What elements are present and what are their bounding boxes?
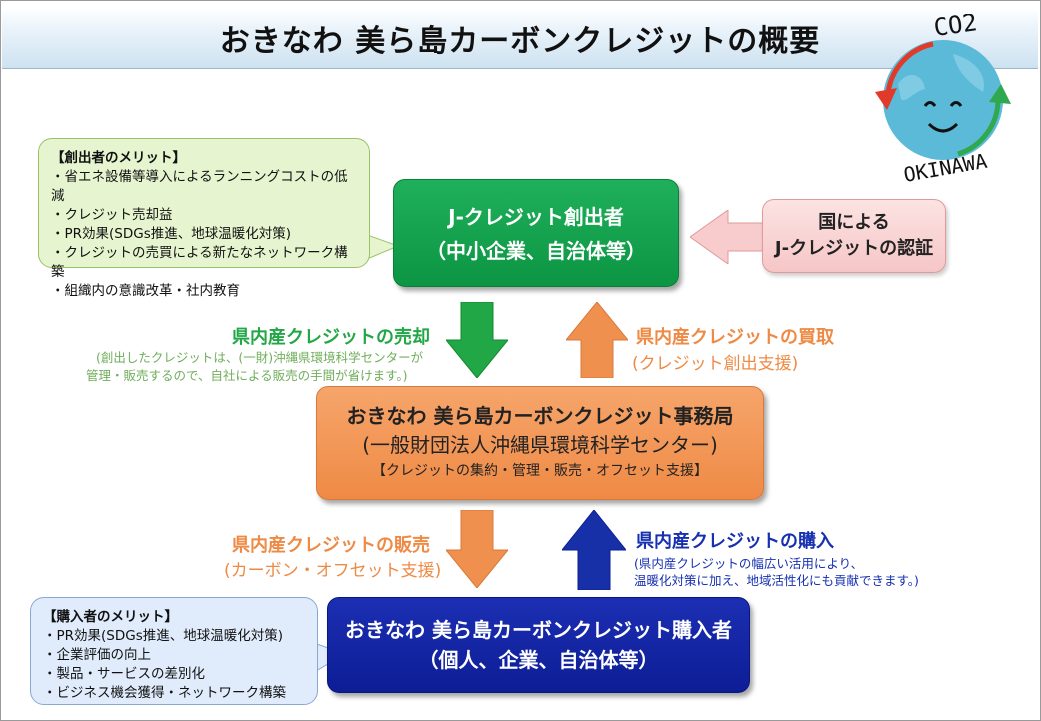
creator-merit-item: ・クレジットの売買による新たなネットワーク構築 bbox=[51, 245, 348, 280]
sale-note: (カーボン・オフセット支援) bbox=[224, 561, 442, 581]
logo-earth bbox=[883, 40, 1003, 160]
buyer-subtitle: （個人、企業、自治体等） bbox=[418, 648, 659, 672]
buy-up-arrow bbox=[562, 510, 626, 590]
certification-line1: 国による bbox=[818, 212, 890, 233]
purchase-label: 県内産クレジットの買取 bbox=[636, 327, 834, 348]
logo-green-arrow bbox=[957, 99, 1001, 157]
buy-note-2: 温暖化対策に加え、地域活性化にも貢献できます。) bbox=[634, 573, 919, 588]
creator-box: J-クレジット創出者 （中小企業、自治体等） bbox=[393, 179, 679, 287]
page-title: おきなわ 美ら島カーボンクレジットの概要 bbox=[219, 24, 821, 59]
purchase-note: (クレジット創出支援) bbox=[632, 354, 799, 374]
creator-title: J-クレジット創出者 bbox=[448, 205, 624, 229]
office-roles: 【クレジットの集約・管理・販売・オフセット支援】 bbox=[372, 463, 708, 479]
buy-label: 県内産クレジットの購入 bbox=[636, 531, 834, 552]
creator-merit-heading: 【創出者のメリット】 bbox=[51, 150, 186, 166]
buyer-merit-bubble: 【購入者のメリット】 ・PR効果(SDGs推進、地球温暖化対策) ・企業評価の向… bbox=[30, 597, 318, 705]
title-bar: おきなわ 美ら島カーボンクレジットの概要 bbox=[2, 8, 1038, 69]
creator-merit-item: ・クレジット売却益 bbox=[51, 207, 173, 223]
purchase-up-arrow bbox=[566, 302, 628, 378]
certification-arrow bbox=[690, 210, 770, 264]
creator-merit-item: ・組織内の意識改革・社内教育 bbox=[51, 283, 240, 299]
buyer-merit-heading: 【購入者のメリット】 bbox=[43, 609, 178, 625]
office-title: おきなわ 美ら島カーボンクレジット事務局 bbox=[346, 404, 734, 428]
sell-note-1: (創出したクレジットは、(一財)沖縄県環境科学センターが bbox=[96, 350, 424, 365]
logo-red-arrow bbox=[885, 41, 934, 95]
buyer-merit-item: ・製品・サービスの差別化 bbox=[43, 666, 205, 682]
sell-down-arrow bbox=[446, 302, 508, 378]
sell-note-2: 管理・販売するので、自社による販売の手間が省けます。) bbox=[86, 368, 408, 383]
office-org: (一般財団法人沖縄県環境科学センター) bbox=[362, 433, 718, 457]
creator-merit-bubble: 【創出者のメリット】 ・省エネ設備等導入によるランニングコストの低減 ・クレジッ… bbox=[38, 138, 370, 299]
sale-down-arrow bbox=[446, 510, 508, 588]
certification-box: 国による J-クレジットの認証 bbox=[762, 199, 946, 273]
buyer-merit-item: ・ビジネス機会獲得・ネットワーク構築 bbox=[43, 685, 286, 701]
buyer-title: おきなわ 美ら島カーボンクレジット購入者 bbox=[345, 618, 732, 642]
certification-line2: J-クレジットの認証 bbox=[774, 238, 934, 259]
buyer-merit-item: ・企業評価の向上 bbox=[43, 647, 151, 663]
sale-label: 県内産クレジットの販売 bbox=[232, 535, 430, 556]
buyer-merit-item: ・PR効果(SDGs推進、地球温暖化対策) bbox=[43, 628, 284, 644]
sell-label: 県内産クレジットの売却 bbox=[232, 327, 430, 348]
creator-merit-item: ・PR効果(SDGs推進、地球温暖化対策) bbox=[51, 226, 292, 242]
creator-merit-item: ・省エネ設備等導入によるランニングコストの低減 bbox=[51, 169, 348, 204]
buy-note-1: (県内産クレジットの幅広い活用により、 bbox=[634, 556, 864, 571]
creator-subtitle: （中小企業、自治体等） bbox=[426, 239, 646, 263]
office-box: おきなわ 美ら島カーボンクレジット事務局 (一般財団法人沖縄県環境科学センター)… bbox=[316, 386, 764, 500]
co2-okinawa-logo: CO2 OKINAWA bbox=[875, 14, 1011, 187]
buyer-box: おきなわ 美ら島カーボンクレジット購入者 （個人、企業、自治体等） bbox=[327, 597, 750, 693]
logo-text-co2: CO2 bbox=[932, 14, 979, 42]
